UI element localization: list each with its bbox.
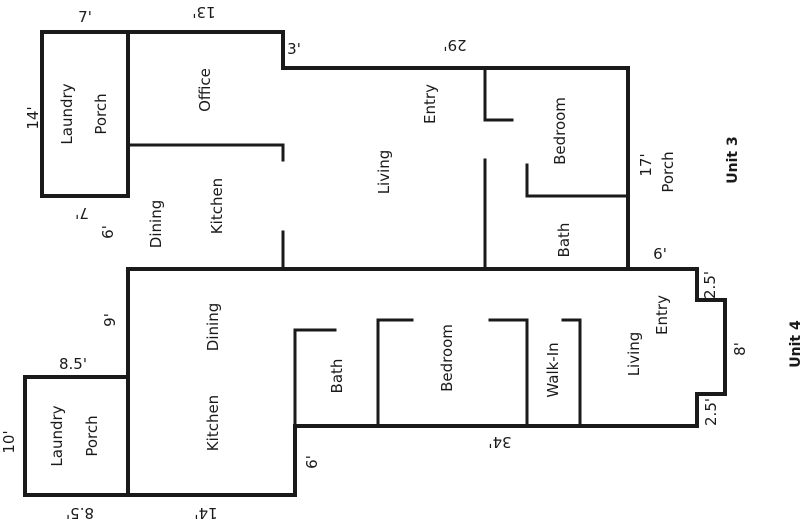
room-label-bath-top: Bath <box>555 223 573 258</box>
room-label-porch-bottom: Porch <box>83 415 101 456</box>
wall-unit4-outer <box>126 267 727 497</box>
room-label-dining-bottom: Dining <box>204 303 222 351</box>
room-label-porch-right: Porch <box>659 151 677 192</box>
dim-2-5-bottom: 2.5' <box>702 398 720 426</box>
dim-14-left: 14' <box>24 106 42 129</box>
room-label-laundry-top: Laundry <box>58 83 76 144</box>
walls <box>23 30 727 497</box>
dim-13-top: 13' <box>192 3 215 21</box>
unit-label-3: Unit 3 <box>725 136 741 183</box>
dim-6-bottom: 6' <box>303 455 321 469</box>
wall-bedroom-west <box>483 66 514 122</box>
room-label-office: Office <box>196 68 214 112</box>
wall-office-kitchen <box>126 143 285 162</box>
dim-6-left: 6' <box>99 225 117 239</box>
dim-10: 10' <box>0 430 18 453</box>
wall-bath-north <box>525 163 630 198</box>
dim-7-mid: 7' <box>75 204 89 222</box>
unit-label-4: Unit 4 <box>788 320 800 368</box>
wall-bedroom-unit4 <box>376 318 529 428</box>
dim-8: 8' <box>731 342 749 356</box>
room-label-bath-bottom: Bath <box>328 359 346 394</box>
room-label-porch-top: Porch <box>92 93 110 134</box>
dim-34: 34' <box>488 433 511 451</box>
wall-bath-unit4 <box>293 328 337 428</box>
dim-3: 3' <box>287 40 301 58</box>
room-label-dining-top: Dining <box>147 200 165 248</box>
room-label-kitchen-bottom: Kitchen <box>204 395 222 451</box>
dimension-labels: 7' 13' 3' 29' 14' 7' 6' 17' 6' 2.5' 9' 8… <box>0 3 749 522</box>
dim-2-5-top: 2.5' <box>701 271 719 299</box>
dim-7-top: 7' <box>78 8 92 26</box>
room-label-bedroom-top: Bedroom <box>551 97 569 165</box>
dim-8-5-top: 8.5' <box>59 355 87 373</box>
room-labels: Laundry Porch Office Dining Kitchen Livi… <box>48 68 677 466</box>
room-label-entry-top: Entry <box>421 84 439 124</box>
room-label-bedroom-bottom: Bedroom <box>438 324 456 392</box>
dim-9: 9' <box>101 313 119 327</box>
room-label-entry-bottom: Entry <box>653 295 671 335</box>
dim-6-right: 6' <box>653 245 667 263</box>
dim-29: 29' <box>443 36 466 54</box>
unit-labels: Unit 3 Unit 4 <box>725 136 800 367</box>
dim-17: 17' <box>637 153 655 176</box>
wall-laundry-top <box>40 30 130 198</box>
room-label-living-bottom: Living <box>625 332 643 377</box>
room-label-kitchen-top: Kitchen <box>208 178 226 234</box>
dim-14-bottom: 14' <box>194 504 217 522</box>
wall-walkin-unit4 <box>525 318 582 428</box>
room-label-walkin: Walk-In <box>544 342 562 397</box>
room-label-laundry-bottom: Laundry <box>48 405 66 466</box>
wall-laundry-bottom <box>23 375 130 497</box>
room-label-living-top: Living <box>375 150 393 195</box>
dim-8-5-bottom: 8.5' <box>66 504 94 522</box>
